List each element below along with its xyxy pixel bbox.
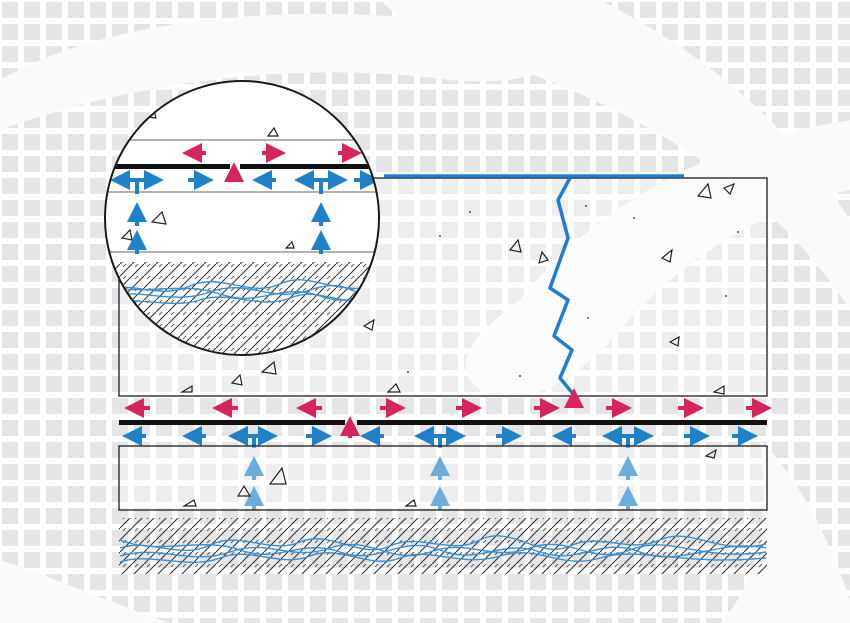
aggregate-stones bbox=[179, 182, 736, 395]
membrane-layer bbox=[119, 420, 767, 425]
swoosh-right bbox=[465, 120, 850, 399]
crack-line bbox=[384, 174, 684, 397]
swoosh-top bbox=[0, 14, 563, 130]
moisture-arrows bbox=[122, 426, 758, 510]
base-layer bbox=[118, 445, 768, 511]
stress-arrows bbox=[124, 388, 772, 438]
swoosh-bottom-right bbox=[720, 440, 850, 623]
swoosh-bottom-left bbox=[0, 560, 170, 623]
soil-layer bbox=[119, 518, 767, 574]
slab-specks bbox=[407, 205, 739, 377]
